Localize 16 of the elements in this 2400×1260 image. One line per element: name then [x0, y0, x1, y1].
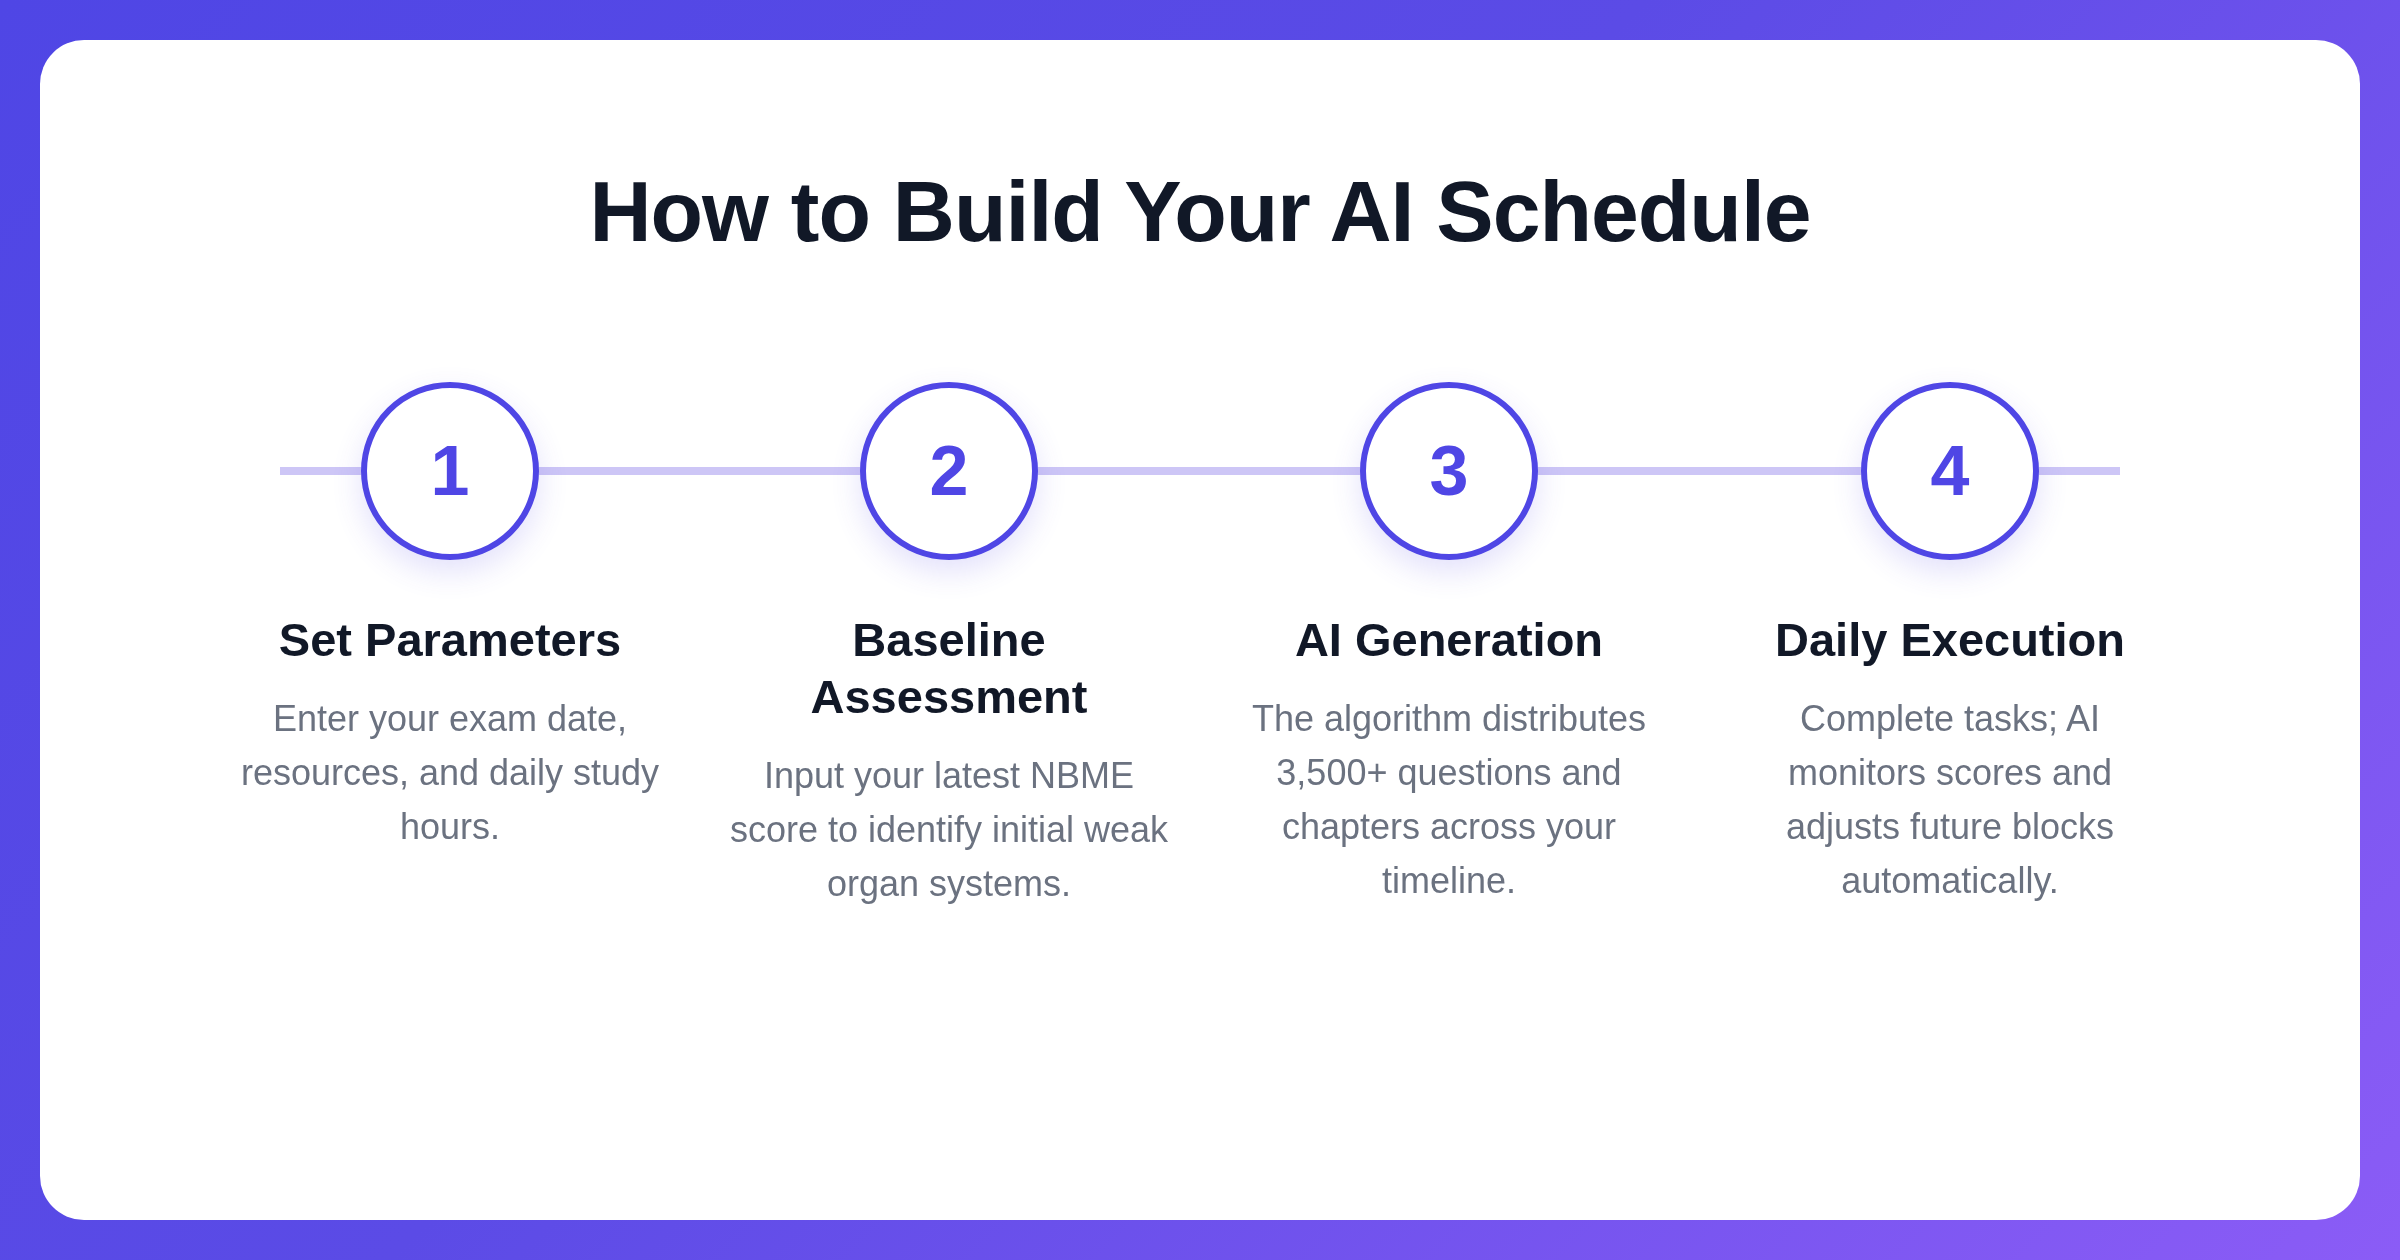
- step-description: Input your latest NBME score to identify initial weak organ systems.: [729, 754, 1169, 906]
- step-heading: Baseline Assessment: [809, 612, 1089, 725]
- step-number: 3: [1429, 431, 1469, 511]
- step-number: 4: [1930, 431, 1970, 511]
- step-heading: AI Generation: [1293, 612, 1605, 668]
- diagram-title: How to Build Your AI Schedule: [589, 162, 1811, 261]
- step-description: The algorithm distributes 3,500+ questions and chapters across your timeline.: [1250, 697, 1648, 903]
- timeline-line: [539, 467, 860, 475]
- step-number: 1: [430, 431, 470, 511]
- step-description: Enter your exam date, resources, and daily study hours.: [239, 697, 661, 849]
- step-number: 2: [929, 431, 969, 511]
- step-heading: Daily Execution: [1774, 612, 2126, 668]
- timeline-line: [1538, 467, 1861, 475]
- step-description: Complete tasks; AI monitors scores and adjusts future blocks automatically.: [1784, 697, 2116, 903]
- timeline-line: [1038, 467, 1360, 475]
- step-heading: Set Parameters: [277, 612, 623, 668]
